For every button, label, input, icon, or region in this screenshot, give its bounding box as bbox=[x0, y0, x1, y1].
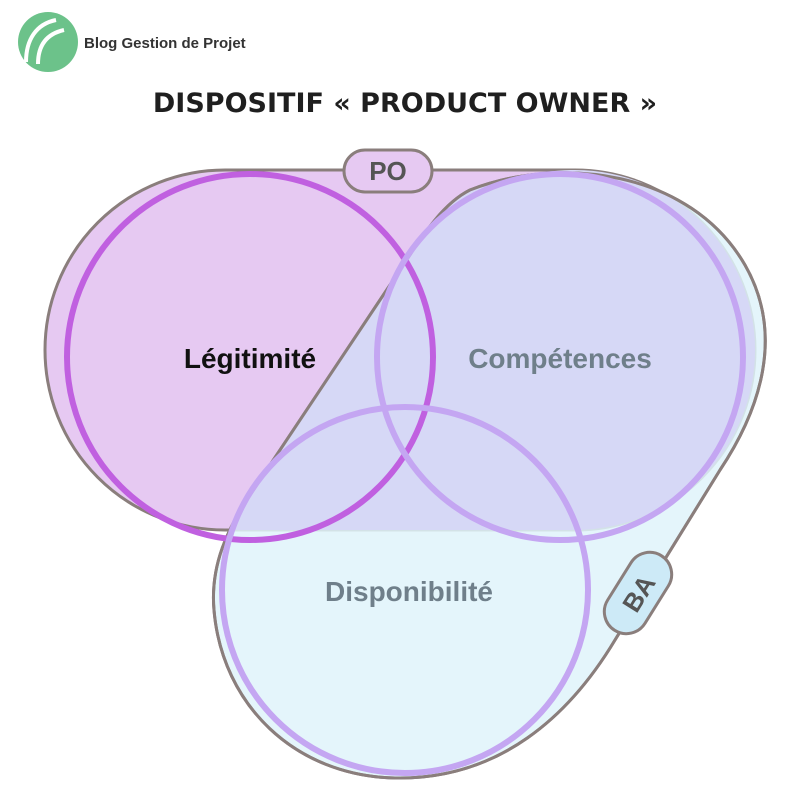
label-competences: Compétences bbox=[468, 343, 652, 374]
label-disponibilite: Disponibilité bbox=[325, 576, 493, 607]
brand-name: Blog Gestion de Projet bbox=[84, 35, 246, 52]
page-title: DISPOSITIF « PRODUCT OWNER » bbox=[153, 88, 657, 119]
po-ba-overlap bbox=[232, 170, 755, 530]
circle-disponibilite bbox=[219, 404, 591, 776]
ba-tag: BA bbox=[602, 550, 674, 636]
circle-competences bbox=[374, 171, 746, 543]
circle-legitimite bbox=[64, 171, 436, 543]
po-tag-label: PO bbox=[369, 156, 407, 186]
brand-logo bbox=[18, 12, 78, 72]
label-legitimite: Légitimité bbox=[184, 343, 316, 374]
po-tag: PO bbox=[342, 148, 434, 194]
